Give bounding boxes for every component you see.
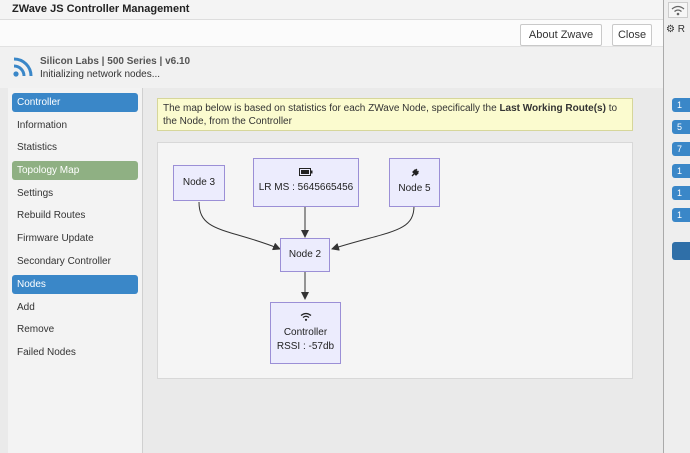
controller-label: Controller [283, 327, 328, 338]
node-label: Node 3 [182, 177, 216, 188]
node-label: Node 2 [288, 249, 322, 260]
dialog-button-bar: About Zwave JS Close [0, 20, 663, 61]
info-text-bold: Last Working Route(s) [499, 103, 606, 114]
battery-icon [299, 168, 313, 176]
sidebar-item-remove[interactable]: Remove [17, 324, 55, 335]
node-label: LR MS : 5645665456 [258, 182, 354, 193]
bg-gear-label: R [677, 24, 685, 35]
about-zwave-js-button[interactable]: About Zwave JS [520, 24, 602, 61]
info-text-before: The map below is based on statistics for… [163, 103, 500, 114]
edge-node5-node2 [331, 205, 415, 251]
topology-node-2[interactable]: Node 2 [280, 238, 330, 272]
sidebar-item-statistics[interactable]: Statistics [17, 142, 58, 153]
bg-pill: 1 [672, 164, 690, 178]
controller-device-info: Silicon Labs | 500 Series | v6.10 [40, 56, 191, 67]
node-label: Node 5 [398, 183, 431, 194]
bg-pill: 1 [672, 98, 690, 112]
sidebar-item-secondary-controller-mode[interactable]: Secondary Controller Mode [17, 256, 111, 286]
rss-icon [13, 57, 33, 77]
controller-status: Silicon Labs | 500 Series | v6.10 Initia… [0, 47, 663, 91]
bg-button [672, 242, 690, 260]
sidebar-item-information[interactable]: Information [17, 120, 68, 131]
close-button[interactable]: Close [612, 24, 652, 46]
info-text-after: to the Node, from the Controller [163, 103, 618, 127]
topology-node-controller[interactable]: Controller RSSI : -57db [270, 302, 341, 364]
topology-map: Node 3 LR MS : 5645665456 Node 5 Node 2 [157, 142, 633, 379]
plug-icon [411, 168, 419, 177]
topology-info-note: The map below is based on statistics for… [157, 98, 633, 131]
sidebar-item-firmware-update[interactable]: Firmware Update [17, 233, 94, 244]
sidebar-header-controller[interactable]: Controller [12, 93, 138, 112]
topology-edges [198, 201, 415, 300]
bg-gear-row: ⚙ R [666, 24, 685, 35]
edge-node3-node2 [198, 201, 281, 251]
background-app: ⚙ R 1 5 7 1 1 1 [664, 0, 690, 453]
topology-node-3[interactable]: Node 3 [173, 165, 225, 201]
sidebar-item-settings[interactable]: Settings [17, 188, 54, 199]
bg-pill: 1 [672, 186, 690, 200]
sidebar-item-topology-map[interactable]: Topology Map [12, 161, 138, 180]
controller-management-dialog: ZWave JS Controller Management About Zwa… [0, 0, 664, 453]
topology-node-lr[interactable]: LR MS : 5645665456 [253, 158, 359, 207]
wifi-icon [668, 2, 688, 18]
sidebar-item-rebuild-routes[interactable]: Rebuild Routes [17, 210, 86, 221]
bg-pill: 1 [672, 208, 690, 222]
sidebar-header-nodes[interactable]: Nodes [12, 275, 138, 294]
wifi-icon [300, 312, 311, 321]
topology-panel: The map below is based on statistics for… [150, 96, 635, 396]
controller-state: Initializing network nodes... [40, 69, 161, 80]
controller-rssi: RSSI : -57db [276, 341, 335, 352]
sidebar: Controller Information Statistics Topolo… [8, 88, 143, 453]
bg-pill: 7 [672, 142, 690, 156]
sidebar-item-add[interactable]: Add [17, 302, 35, 313]
topology-node-5[interactable]: Node 5 [389, 158, 440, 207]
dialog-title: ZWave JS Controller Management [0, 0, 663, 20]
sidebar-item-failed-nodes[interactable]: Failed Nodes [17, 347, 76, 358]
bg-pill: 5 [672, 120, 690, 134]
